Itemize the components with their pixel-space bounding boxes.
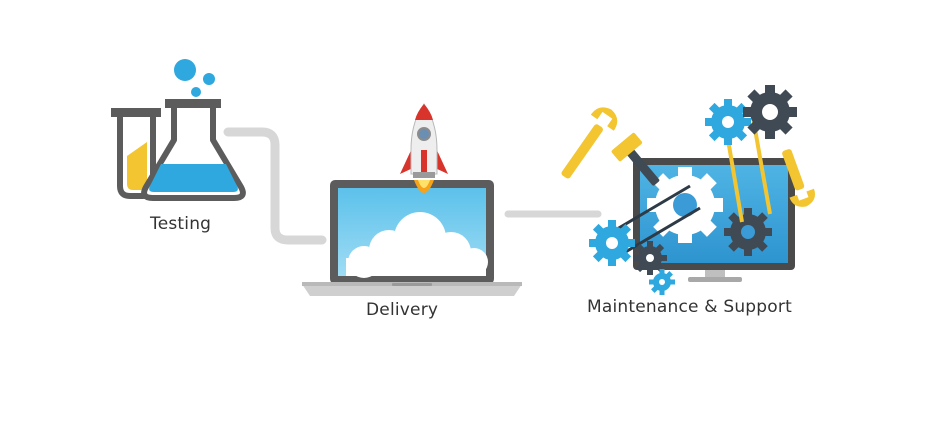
laptop-rocket-icon (302, 103, 522, 296)
gear-icon (743, 85, 797, 139)
bubble-icon (174, 59, 196, 81)
rocket-icon (400, 103, 448, 193)
bubble-icon (203, 73, 215, 85)
flask-and-test-tube-icon (111, 59, 246, 201)
gear-icon (705, 99, 751, 145)
flask-icon (141, 99, 246, 201)
bubble-icon (191, 87, 201, 97)
stage-label-delivery: Delivery (366, 300, 439, 320)
connector-testing-delivery (223, 127, 327, 245)
gear-icon (633, 241, 667, 275)
monitor-gears-tools-icon (561, 85, 816, 295)
hammer-icon (611, 132, 660, 186)
test-tube-icon (111, 108, 161, 199)
gear-icon (649, 269, 675, 295)
gear-icon (647, 167, 723, 243)
wrench-icon (782, 149, 816, 207)
cloud-icon (346, 212, 488, 278)
stage-label-testing: Testing (150, 214, 212, 234)
stage-label-maintenance: Maintenance & Support (587, 297, 792, 317)
wrench-icon (561, 107, 618, 179)
gear-icon (589, 220, 635, 266)
gear-icon (724, 208, 772, 256)
